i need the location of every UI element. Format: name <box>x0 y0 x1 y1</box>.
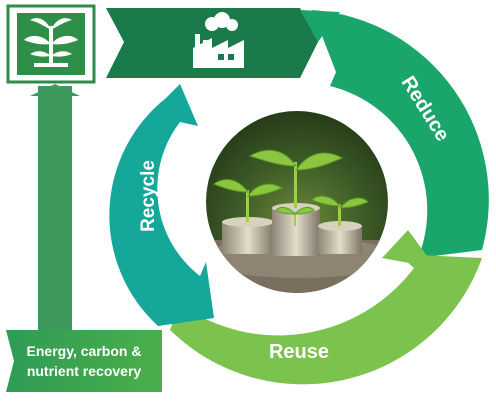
energy-label-line2: nutrient recovery <box>26 363 142 379</box>
energy-recovery-box <box>6 330 162 392</box>
plant-sprout-icon <box>24 18 78 67</box>
coins-with-seedlings-photo <box>203 108 391 296</box>
reuse-arrowhead <box>382 230 436 268</box>
recycle-arc <box>109 84 214 326</box>
recycle-label: Recycle <box>138 160 159 232</box>
reuse-label: Reuse <box>269 341 329 363</box>
energy-label-line1: Energy, carbon & <box>26 343 142 359</box>
energy-recovery-label: Energy, carbon & nutrient recovery <box>6 330 162 392</box>
plant-icon-box <box>6 4 96 84</box>
factory-icon <box>193 12 244 68</box>
reduce-arrowhead <box>300 10 340 42</box>
reuse-arc <box>170 254 482 385</box>
connector-arrowhead <box>30 84 80 96</box>
reduce-arc <box>312 10 489 258</box>
vertical-connector-arrow <box>38 86 72 336</box>
